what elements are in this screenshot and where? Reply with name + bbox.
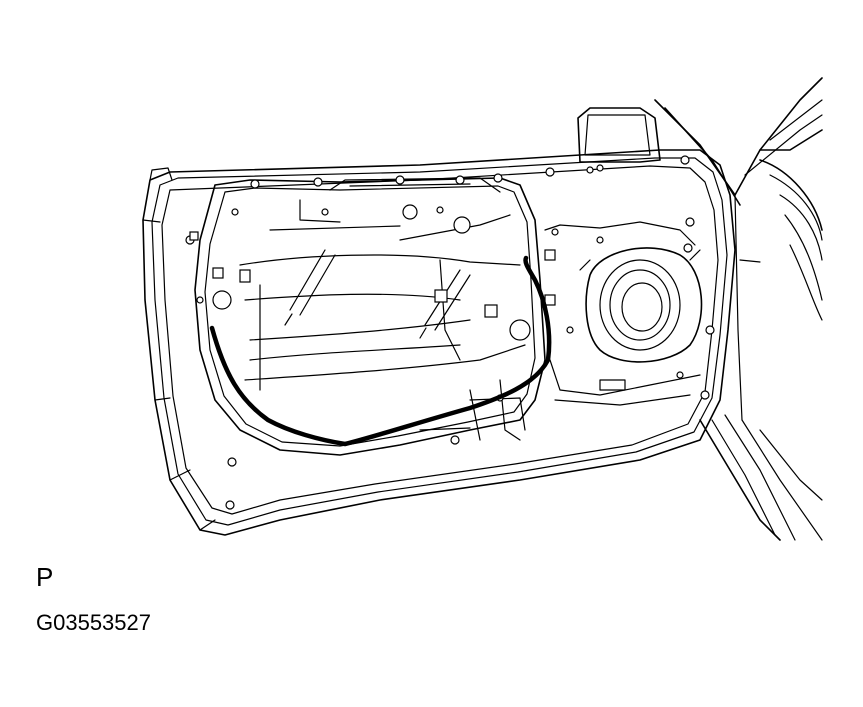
panel-right-details	[419, 221, 701, 431]
view-label: P	[36, 562, 54, 592]
speaker	[579, 247, 703, 363]
car-body-frame	[654, 77, 823, 541]
inner-panel	[194, 177, 546, 456]
figure-code: G03553527	[36, 610, 151, 635]
door-outer-shell	[142, 149, 736, 536]
watershield-seal-line	[209, 255, 552, 447]
fastener-holes	[185, 155, 715, 510]
